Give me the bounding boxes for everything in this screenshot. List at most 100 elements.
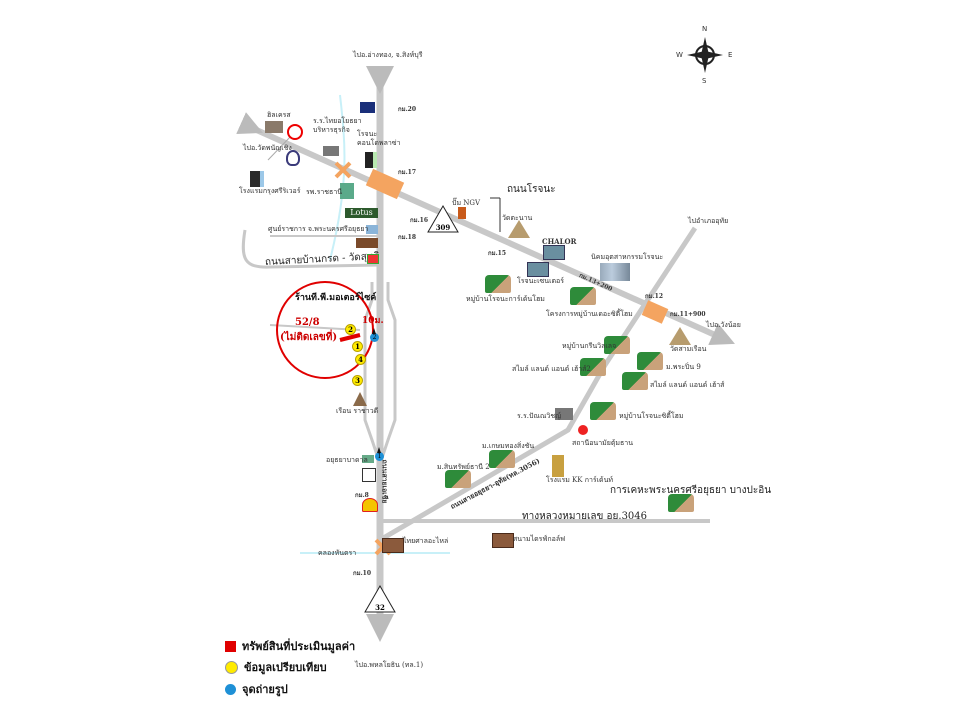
route-shield-309: 309 [427, 204, 459, 233]
comparable-marker-3[interactable]: 3 [352, 375, 363, 386]
svg-text:32: 32 [375, 603, 385, 612]
hotel-building-icon [552, 455, 564, 477]
km-marker: กม.11+900 [670, 311, 706, 318]
direction-east: ไปอ.วังน้อย [706, 321, 741, 329]
comparable-marker-1[interactable]: 1 [352, 341, 363, 352]
place-label: สถานีอนามัยตุ้มธาน [572, 439, 634, 447]
place-label: วัดสามเรือน [670, 345, 707, 353]
place-label: ม.เกษมทองสิ่งชัน [482, 442, 535, 450]
government-building-icon [366, 225, 378, 234]
compass-icon [687, 37, 723, 73]
legend-subject: ทรัพย์สินที่ประเมินมูลค่า [225, 637, 355, 655]
km-marker: กม.16 [410, 217, 429, 224]
village-icon [485, 275, 511, 293]
canal-label: คลองหันตรา [318, 549, 357, 557]
place-label: ม.สินทรัพย์ธานี 2 [437, 463, 490, 471]
compass-west: W [676, 51, 683, 59]
compass-south: S [702, 77, 707, 85]
road-label-rojana: ถนนโรจนะ [507, 184, 556, 195]
place-label: หมู่บ้านโรจนะการ์เด้นโฮม [466, 295, 545, 303]
compass-east: E [728, 51, 733, 59]
legend-comparable: ข้อมูลเปรียบเทียบ [225, 658, 327, 676]
road-label-asia: ถนนสายเอเชีย [380, 459, 390, 504]
subject-property-marker [339, 333, 361, 342]
subject-address: 52/8 [295, 317, 320, 328]
village-icon [637, 352, 663, 370]
ayutthaya-uthai-road [378, 226, 698, 543]
distance-label: 10ม. [362, 316, 384, 326]
school-icon [555, 408, 573, 420]
connector-line [267, 134, 293, 161]
direction-northeast: ไปอำเภออุทัย [688, 217, 729, 225]
place-label: โรจนะ คอนโดพลาซ่า [357, 130, 401, 148]
temple-icon [508, 220, 530, 238]
place-label: วัดตะนาน [502, 214, 533, 222]
legend-comparable-label: ข้อมูลเปรียบเทียบ [244, 661, 327, 674]
place-label: สไมล์ แลนด์ แอนด์ เฮ้าส์ [650, 381, 725, 389]
photo-point-icon [225, 683, 236, 695]
place-label: สนามไดรฟ์กอล์ฟ [513, 535, 566, 543]
place-label: ร.ร.ปัณณวิชญ์ [517, 412, 562, 420]
km-marker: กม.10 [353, 570, 372, 577]
place-label: อยุธยาบาดาล [326, 456, 368, 464]
place-label: ฮิลเครส [267, 111, 291, 119]
km-marker: กม.15 [488, 250, 507, 257]
shell-station-icon [362, 498, 378, 512]
photo-point-1[interactable]: 1 [375, 447, 384, 461]
svg-text:309: 309 [436, 223, 451, 232]
house-icon [382, 538, 404, 553]
direction-west: ไปอ.วัดพนัญเชิง [243, 144, 292, 152]
village-icon [489, 450, 515, 468]
photo-point-2[interactable]: 2 [370, 328, 379, 342]
shop-icon [362, 455, 374, 463]
place-label: นิคมอุตสาหกรรมโรจนะ [591, 253, 664, 261]
comparable-marker-4[interactable]: 4 [355, 354, 366, 365]
place-label: หมู่บ้านกรีนวิลเลจ [562, 342, 617, 350]
building-icon [265, 121, 283, 133]
comparable-marker-2[interactable]: 2 [345, 324, 356, 335]
km-marker: กม.18 [398, 234, 417, 241]
km-marker: กม.8 [355, 492, 369, 499]
yellow-circle-icon [225, 660, 238, 674]
store-icon [367, 254, 379, 264]
hotel-building-icon [250, 171, 264, 187]
place-label: หมู่บ้านโรจนะซิตี้โฮม [619, 412, 684, 420]
place-label: เรือน ราชาวดี [336, 407, 379, 415]
km-marker: กม.20 [398, 106, 417, 113]
km-marker: กม.12 [645, 293, 664, 300]
place-label: CHALOR [542, 237, 577, 246]
place-label: ม.พระปิ่น 9 [666, 363, 701, 371]
ban-krot-road [241, 229, 381, 269]
house-icon [492, 533, 514, 548]
village-icon [622, 372, 648, 390]
interchange-icon [334, 161, 669, 556]
road-label-3046: ทางหลวงหมายเลข อย.3046 [522, 511, 648, 522]
direction-south: ไปอ.พหลโยธิน (ทล.1) [355, 661, 424, 669]
place-label: ไทยศาลอะไหล่ [403, 537, 449, 545]
place-label: สไมล์ แลนด์ แอนด์ เฮ้าส์2 [512, 365, 591, 373]
industrial-icon [600, 263, 630, 281]
village-icon [590, 402, 616, 420]
scb-bank-icon [286, 150, 300, 166]
place-label: การเคหะพระนครศรีอยุธยา บางปะอิน [610, 485, 772, 496]
village-icon [604, 336, 630, 354]
place-label: ศูนย์ราชการ จ.พระนครศรีอยุธยา [268, 225, 369, 233]
village-icon [445, 470, 471, 488]
photo-icon [356, 238, 378, 248]
km-marker: กม.17 [398, 169, 417, 176]
temple-icon [669, 327, 691, 345]
village-icon [668, 494, 694, 512]
legend-photo-label: จุดถ่ายรูป [242, 683, 288, 696]
direction-north: ไปอ.อ่างทอง, จ.สิงห์บุรี [353, 51, 423, 59]
hospital-icon [340, 183, 354, 199]
place-label: โรงแรม KK การ์เด้นท์ [546, 476, 613, 484]
place-label: ปั๊ม NGV [452, 199, 481, 207]
gas-station-icon [458, 207, 466, 219]
place-label: โรจนะเซนเตอร์ [517, 277, 564, 285]
place-label: ร.ร.ไทยอโยธยา บริหารธุรกิจ [313, 117, 362, 135]
village-icon [580, 358, 606, 376]
village-icon [570, 287, 596, 305]
red-square-icon [225, 640, 236, 652]
